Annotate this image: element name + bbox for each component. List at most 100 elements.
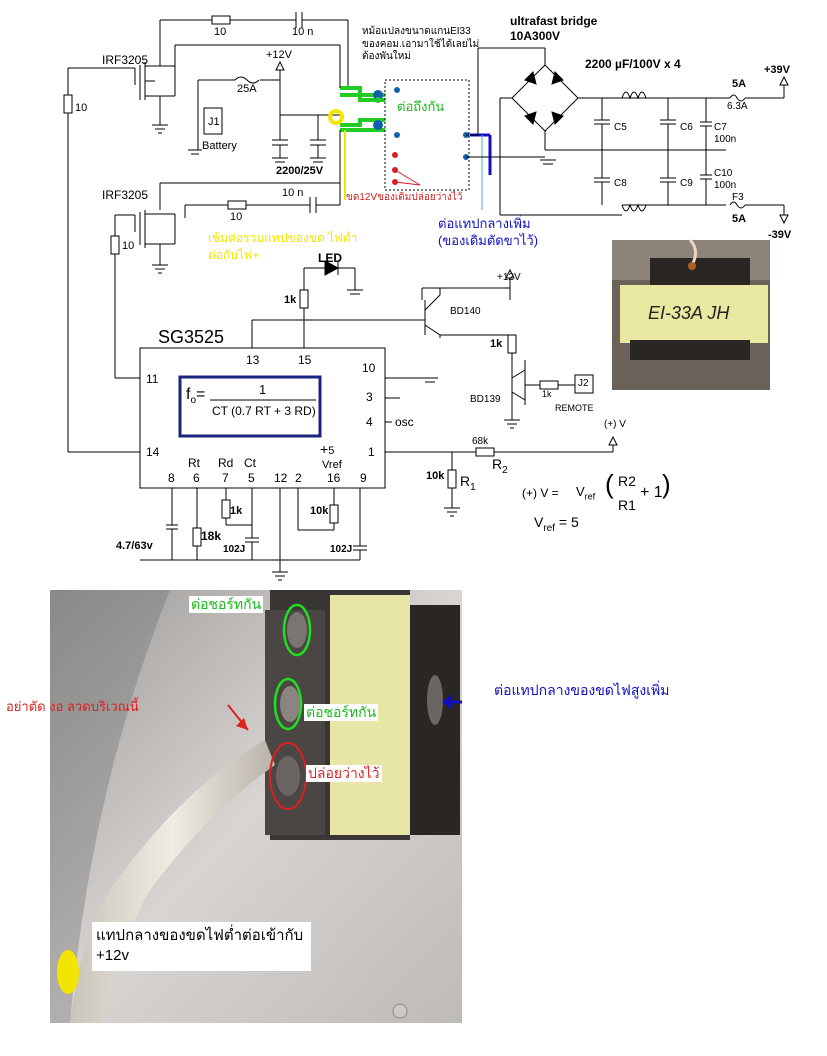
formula-denominator: CT (0.7 RT + 3 RD) (212, 404, 316, 418)
c10-label: C10 (714, 168, 733, 179)
res-18k-label: 18k (201, 529, 222, 543)
caps-title-a: 2200 µF (585, 57, 630, 71)
center-tap-lv-line-b: +12v (96, 947, 129, 965)
snubber-cap-top-label: 10 n (292, 26, 314, 38)
snubber-res-bottom-label: 10 (230, 211, 243, 223)
r10k-label: 10k (426, 470, 445, 482)
c10-value: 100n (714, 180, 737, 191)
vref-5: 5 (328, 445, 335, 457)
res-1k-b-label: 1k (490, 338, 503, 350)
j2-label: J2 (578, 378, 589, 389)
fuse-pos-label-a: 5A (732, 78, 747, 90)
inset-text: EI-33A JH (648, 303, 730, 323)
pin-5: 5 (248, 471, 255, 485)
gate-res-bottom-label: 10 (122, 240, 135, 252)
eq2-sub: ref (543, 522, 556, 534)
battery-label: Battery (202, 140, 237, 152)
remote-label: REMOTE (555, 403, 594, 413)
r1-letter: R (460, 473, 471, 489)
eq-vref-v: V (576, 484, 585, 499)
rd-label: Rd (218, 456, 234, 470)
eq-paren-left: ( (605, 469, 614, 499)
transformer-note: หม้อแปลงขนาดแกนEI33 ของคอม.เอามาใช้ได้เล… (362, 26, 480, 62)
out-neg-label: -39V (768, 229, 792, 241)
r2-sub: 2 (502, 464, 508, 476)
pin-4: 4 (366, 415, 373, 429)
r1-sub: 1 (470, 481, 476, 493)
out-pos-label: +39V (764, 64, 790, 76)
pin-14: 14 (146, 445, 160, 459)
transformer-inset-photo (612, 238, 770, 390)
yellow-note-b: ต่อกับไฟ+ (208, 248, 260, 262)
r2-letter: R (492, 456, 503, 472)
dont-cut-label: อย่าตัด งอ ลวดบริเวณนี้ (6, 699, 139, 714)
f3-label: F3 (732, 192, 744, 203)
solder-top-label: ต่อชอร์ทกัน (189, 596, 264, 614)
caps-title: 2200 µF/100V x 4 (585, 57, 681, 71)
fuse-25a-label: 25A (237, 83, 257, 95)
formula-o: o (190, 395, 197, 407)
solder-mid-label: ต่อชอร์ทกัน (304, 704, 379, 722)
vref-plus: +5 (320, 441, 335, 457)
pin-2: 2 (295, 471, 302, 485)
cap-102j-b-label: 102J (330, 544, 353, 555)
pin-15: 15 (298, 353, 312, 367)
formula-numerator: 1 (259, 382, 267, 397)
eq-lhs: (+) V = (522, 486, 559, 500)
res-1k-remote-label: 1k (542, 389, 552, 399)
pin-11: 11 (146, 372, 159, 386)
rt-label: Rt (188, 456, 200, 470)
fuse-neg-label: 5A (732, 213, 747, 225)
led-label: LED (318, 251, 342, 265)
pin-7: 7 (222, 471, 229, 485)
eq-plus1: + 1 (640, 484, 663, 501)
res-10k-ss-label: 10k (310, 505, 329, 517)
formula-f: f (186, 386, 191, 403)
center-tap-lv-note: แทปกลางของขดไฟต่ำต่อเข้ากับ +12v (92, 922, 312, 971)
center-tap-lv-line-a: แทปกลางของขดไฟต่ำต่อเข้ากับ (96, 927, 304, 944)
res-1k-rd-label: 1k (230, 505, 243, 517)
connect-together-label: ต่อถึงกัน (397, 99, 445, 114)
pin-12: 12 (274, 471, 288, 485)
mosfet-label-bottom: IRF3205 (102, 188, 149, 202)
c9-label: C9 (680, 178, 693, 189)
pin-3: 3 (366, 390, 373, 404)
bridge-part: 10A300V (510, 29, 561, 43)
pin-6: 6 (193, 471, 200, 485)
r2-label: R2 (492, 456, 508, 476)
center-tap-add-sub: (ของเดิมตัดขาไว้) (438, 233, 539, 248)
eq-denominator: R1 (618, 497, 636, 513)
caps-title-c: x 4 (663, 57, 681, 71)
c7-value: 100n (714, 134, 737, 145)
pin-16: 16 (327, 471, 341, 485)
bd140-label: BD140 (450, 306, 481, 317)
caps-title-b: /100V (629, 57, 661, 71)
eq2-val: = 5 (558, 514, 579, 530)
eq-paren-right: ) (662, 469, 671, 499)
vref-label: Vref (322, 459, 342, 471)
relay-j1-label: J1 (208, 116, 220, 128)
c5-label: C5 (614, 122, 627, 133)
res-1k-led-label: 1k (284, 294, 297, 306)
supply-12v-label: +12V (266, 49, 292, 61)
supply-12v-b-label: +12V (497, 272, 521, 283)
vref-plus-sign: + (320, 441, 329, 457)
snubber-cap-bottom-label: 10 n (282, 187, 304, 199)
eq-vref: Vref (576, 484, 596, 502)
gate-res-left-label: 10 (75, 102, 88, 114)
formula-eq: = (196, 386, 206, 403)
schematic (63, 12, 789, 581)
mosfet-label-top: IRF3205 (102, 53, 149, 67)
bd139-label: BD139 (470, 394, 501, 405)
fuse-pos-label-b: 6.3A (727, 101, 748, 112)
ct-label: Ct (244, 456, 256, 470)
snubber-res-top-label: 10 (214, 26, 227, 38)
eq-vref-sub: ref (584, 491, 596, 502)
pin-13: 13 (246, 353, 260, 367)
ic-name: SG3525 (158, 327, 225, 347)
center-tap-add-label: ต่อแทปกลางเพิ่ม (438, 216, 531, 231)
r1-label: R1 (460, 473, 476, 493)
bridge-title: ultrafast bridge (510, 14, 598, 28)
r68k-label: 68k (472, 436, 489, 447)
pin-10: 10 (362, 361, 376, 375)
